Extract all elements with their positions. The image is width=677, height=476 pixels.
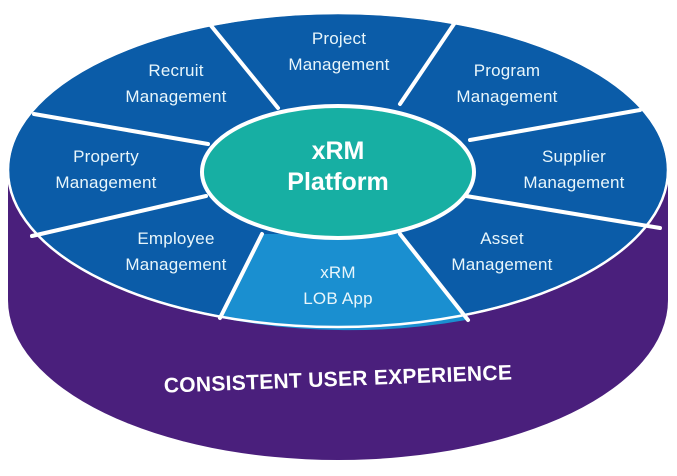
segment-recruit-line1: Recruit bbox=[148, 61, 204, 80]
segment-employee-line1: Employee bbox=[137, 229, 215, 248]
segment-project-line1: Project bbox=[311, 29, 367, 48]
segment-lob-app-line2: LOB App bbox=[303, 289, 373, 308]
center-platform-shape bbox=[200, 104, 476, 240]
outer-ring-outline bbox=[6, 11, 670, 329]
segment-supplier-line1: Supplier bbox=[542, 147, 606, 166]
segment-lob-app: xRM LOB App bbox=[303, 260, 372, 312]
segment-recruit-line2: Management bbox=[125, 87, 227, 106]
segment-project: Project Management bbox=[288, 26, 389, 78]
segment-lob-app-line1: xRM bbox=[320, 263, 356, 282]
center-line2: Platform bbox=[287, 168, 389, 196]
segment-asset-line2: Management bbox=[451, 255, 553, 274]
segment-project-line2: Management bbox=[288, 55, 390, 74]
segment-asset: Asset Management bbox=[451, 226, 552, 278]
segment-program: Program Management bbox=[456, 58, 557, 110]
segment-asset-line1: Asset bbox=[480, 229, 524, 248]
segment-program-line2: Management bbox=[456, 87, 558, 106]
segment-supplier-line2: Management bbox=[523, 173, 625, 192]
segment-dividers bbox=[30, 16, 662, 322]
segment-property: Property Management bbox=[55, 144, 156, 196]
segment-employee-line2: Management bbox=[125, 255, 227, 274]
segment-property-line2: Management bbox=[55, 173, 157, 192]
segment-property-line1: Property bbox=[73, 147, 139, 166]
center-platform-label: xRM Platform bbox=[287, 136, 388, 198]
segment-employee: Employee Management bbox=[125, 226, 226, 278]
segment-recruit: Recruit Management bbox=[125, 58, 226, 110]
center-line1: xRM bbox=[311, 137, 365, 165]
segment-supplier: Supplier Management bbox=[523, 144, 624, 196]
segment-lob-app-shape bbox=[222, 234, 466, 331]
segment-program-line1: Program bbox=[473, 61, 541, 80]
